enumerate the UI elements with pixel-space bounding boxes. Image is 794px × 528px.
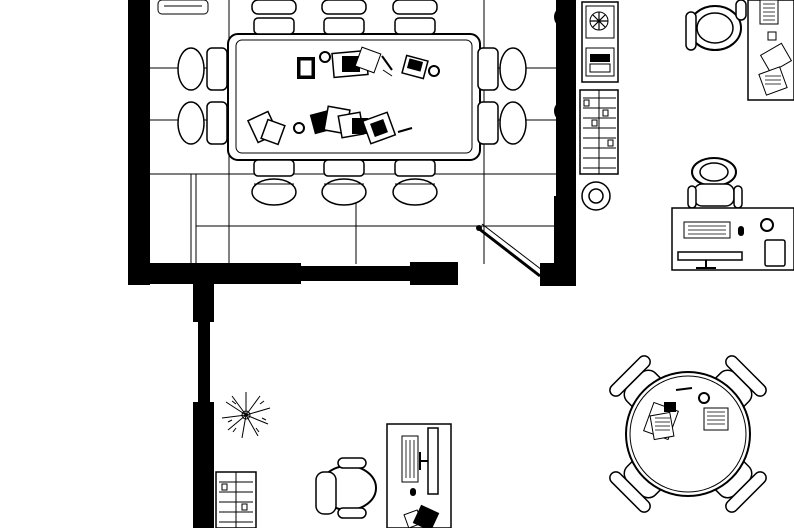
keyboard-icon [401, 435, 419, 483]
chair[interactable] [321, 159, 367, 206]
potted-plant-icon [589, 11, 609, 31]
keyboard-icon [683, 221, 731, 239]
corner-cabinet [157, 0, 209, 15]
bookshelf [579, 89, 619, 175]
column [554, 100, 576, 122]
potted-plant-icon [221, 392, 271, 439]
workstation-desk [386, 423, 452, 528]
workstation-desk [747, 0, 794, 101]
credenza [581, 1, 619, 83]
telephone-icon [589, 54, 611, 73]
chair[interactable] [392, 159, 438, 206]
wall-vertical-lower [193, 282, 214, 322]
chair[interactable] [477, 101, 527, 145]
wall-vertical-lower [193, 402, 214, 528]
column [554, 6, 576, 28]
chair[interactable] [251, 0, 297, 35]
keyboard-icon [759, 0, 779, 25]
workstation-desk [671, 207, 794, 271]
round-meeting-table [609, 355, 767, 513]
office-chair[interactable] [315, 457, 377, 519]
wall-bottom-mid [296, 266, 416, 281]
door-swing-icon [476, 223, 543, 278]
table-papers [246, 46, 440, 146]
chair[interactable] [177, 47, 228, 91]
wall-corner-right [540, 263, 576, 286]
office-chair[interactable] [685, 0, 747, 51]
wall-left [128, 0, 150, 285]
wall-vertical-lower [198, 318, 210, 408]
telephone-icon [403, 504, 440, 528]
chair[interactable] [251, 159, 297, 206]
computer-monitor-icon [419, 427, 439, 495]
bookshelf [215, 471, 257, 528]
wall-bottom-left [128, 263, 301, 284]
wall-right-top [556, 0, 576, 196]
chair[interactable] [477, 47, 527, 91]
office-chair[interactable] [687, 157, 743, 209]
chair[interactable] [177, 101, 228, 145]
wall-bottom-pier [410, 262, 458, 285]
chair[interactable] [321, 0, 367, 35]
walls [128, 0, 576, 528]
round-table [581, 181, 611, 211]
telephone-icon [760, 218, 774, 232]
chair[interactable] [392, 0, 438, 35]
computer-monitor-icon [677, 251, 743, 269]
